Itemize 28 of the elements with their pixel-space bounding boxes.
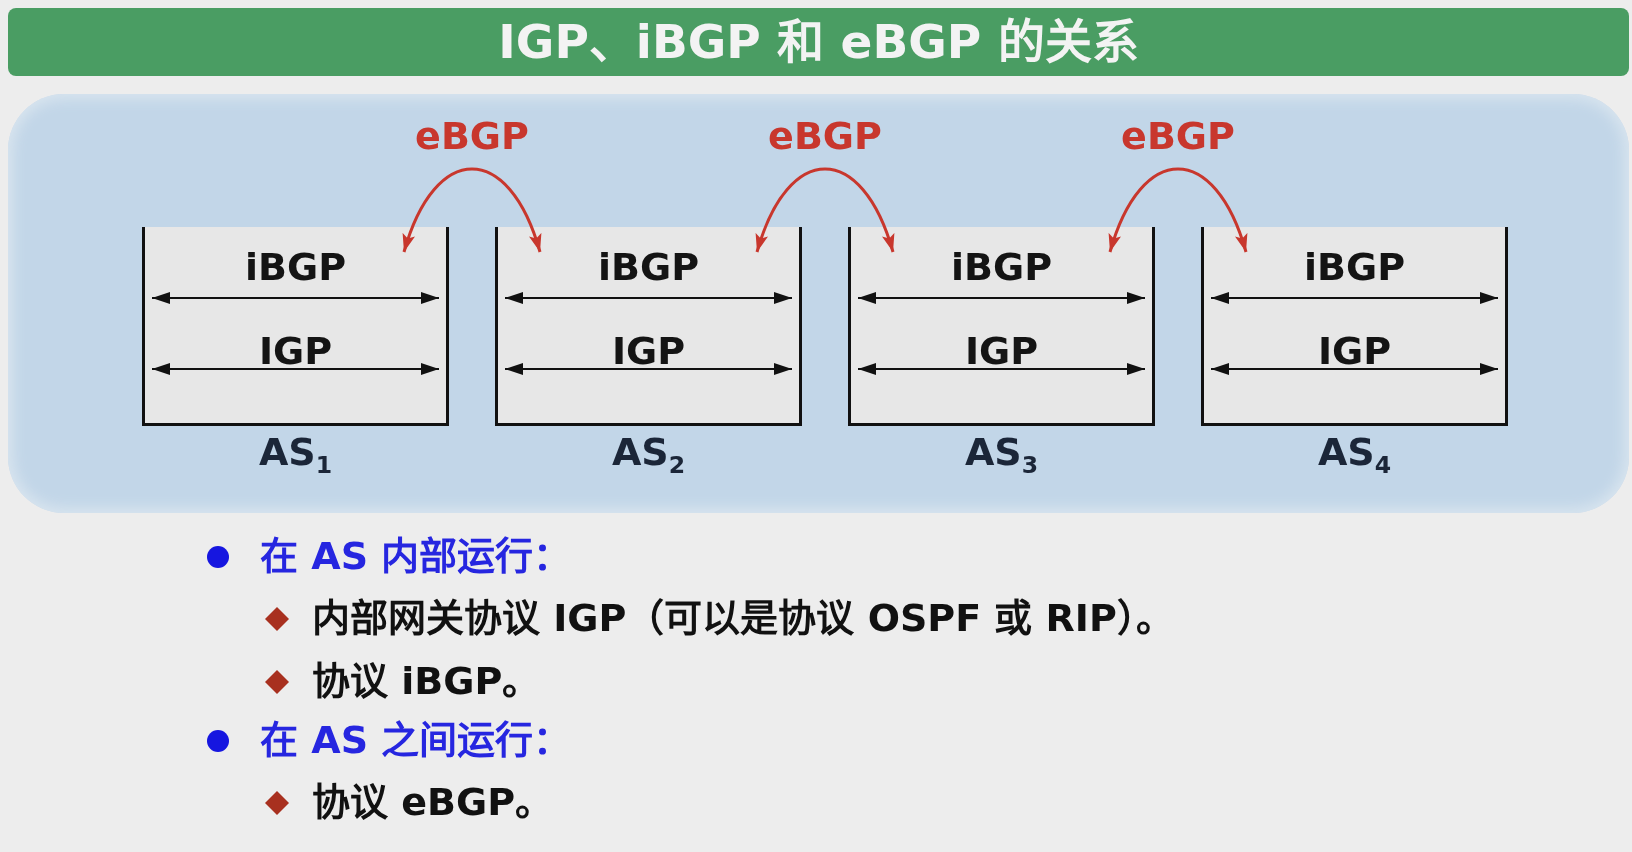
curved-arrow (1108, 167, 1248, 253)
protocol-label: IGP (1317, 332, 1392, 370)
curved-arrow (755, 167, 895, 253)
list-item: 协议 eBGP。 (312, 780, 553, 826)
curved-arrow (402, 167, 542, 253)
list-item: 协议 iBGP。 (312, 659, 541, 705)
protocol-label: IGP (611, 332, 686, 370)
protocol-label: IGP (964, 332, 1039, 370)
container-box (142, 227, 449, 426)
protocol-label: iBGP (598, 248, 699, 286)
section-heading: 在 AS 之间运行： (260, 718, 572, 764)
as-label: AS$_{4}$ (1317, 432, 1392, 474)
container-box (495, 227, 802, 426)
title: IGP、iBGP 和 eBGP 的关系 (498, 14, 1139, 69)
edge-label: eBGP (1121, 117, 1235, 155)
edge-label: eBGP (415, 117, 529, 155)
as-label: AS$_{3}$ (964, 432, 1039, 474)
protocol-label: IGP (258, 332, 333, 370)
container-box (1201, 227, 1508, 426)
section-heading: 在 AS 内部运行： (260, 534, 572, 580)
as-label: AS$_{2}$ (611, 432, 686, 474)
list-item: 内部网关协议 IGP（可以是协议 OSPF 或 RIP）。 (312, 596, 1174, 642)
edge-label: eBGP (768, 117, 882, 155)
as-label: AS$_{1}$ (258, 432, 333, 474)
protocol-label: iBGP (951, 248, 1052, 286)
protocol-label: iBGP (1304, 248, 1405, 286)
container-box (848, 227, 1155, 426)
protocol-label: iBGP (245, 248, 346, 286)
